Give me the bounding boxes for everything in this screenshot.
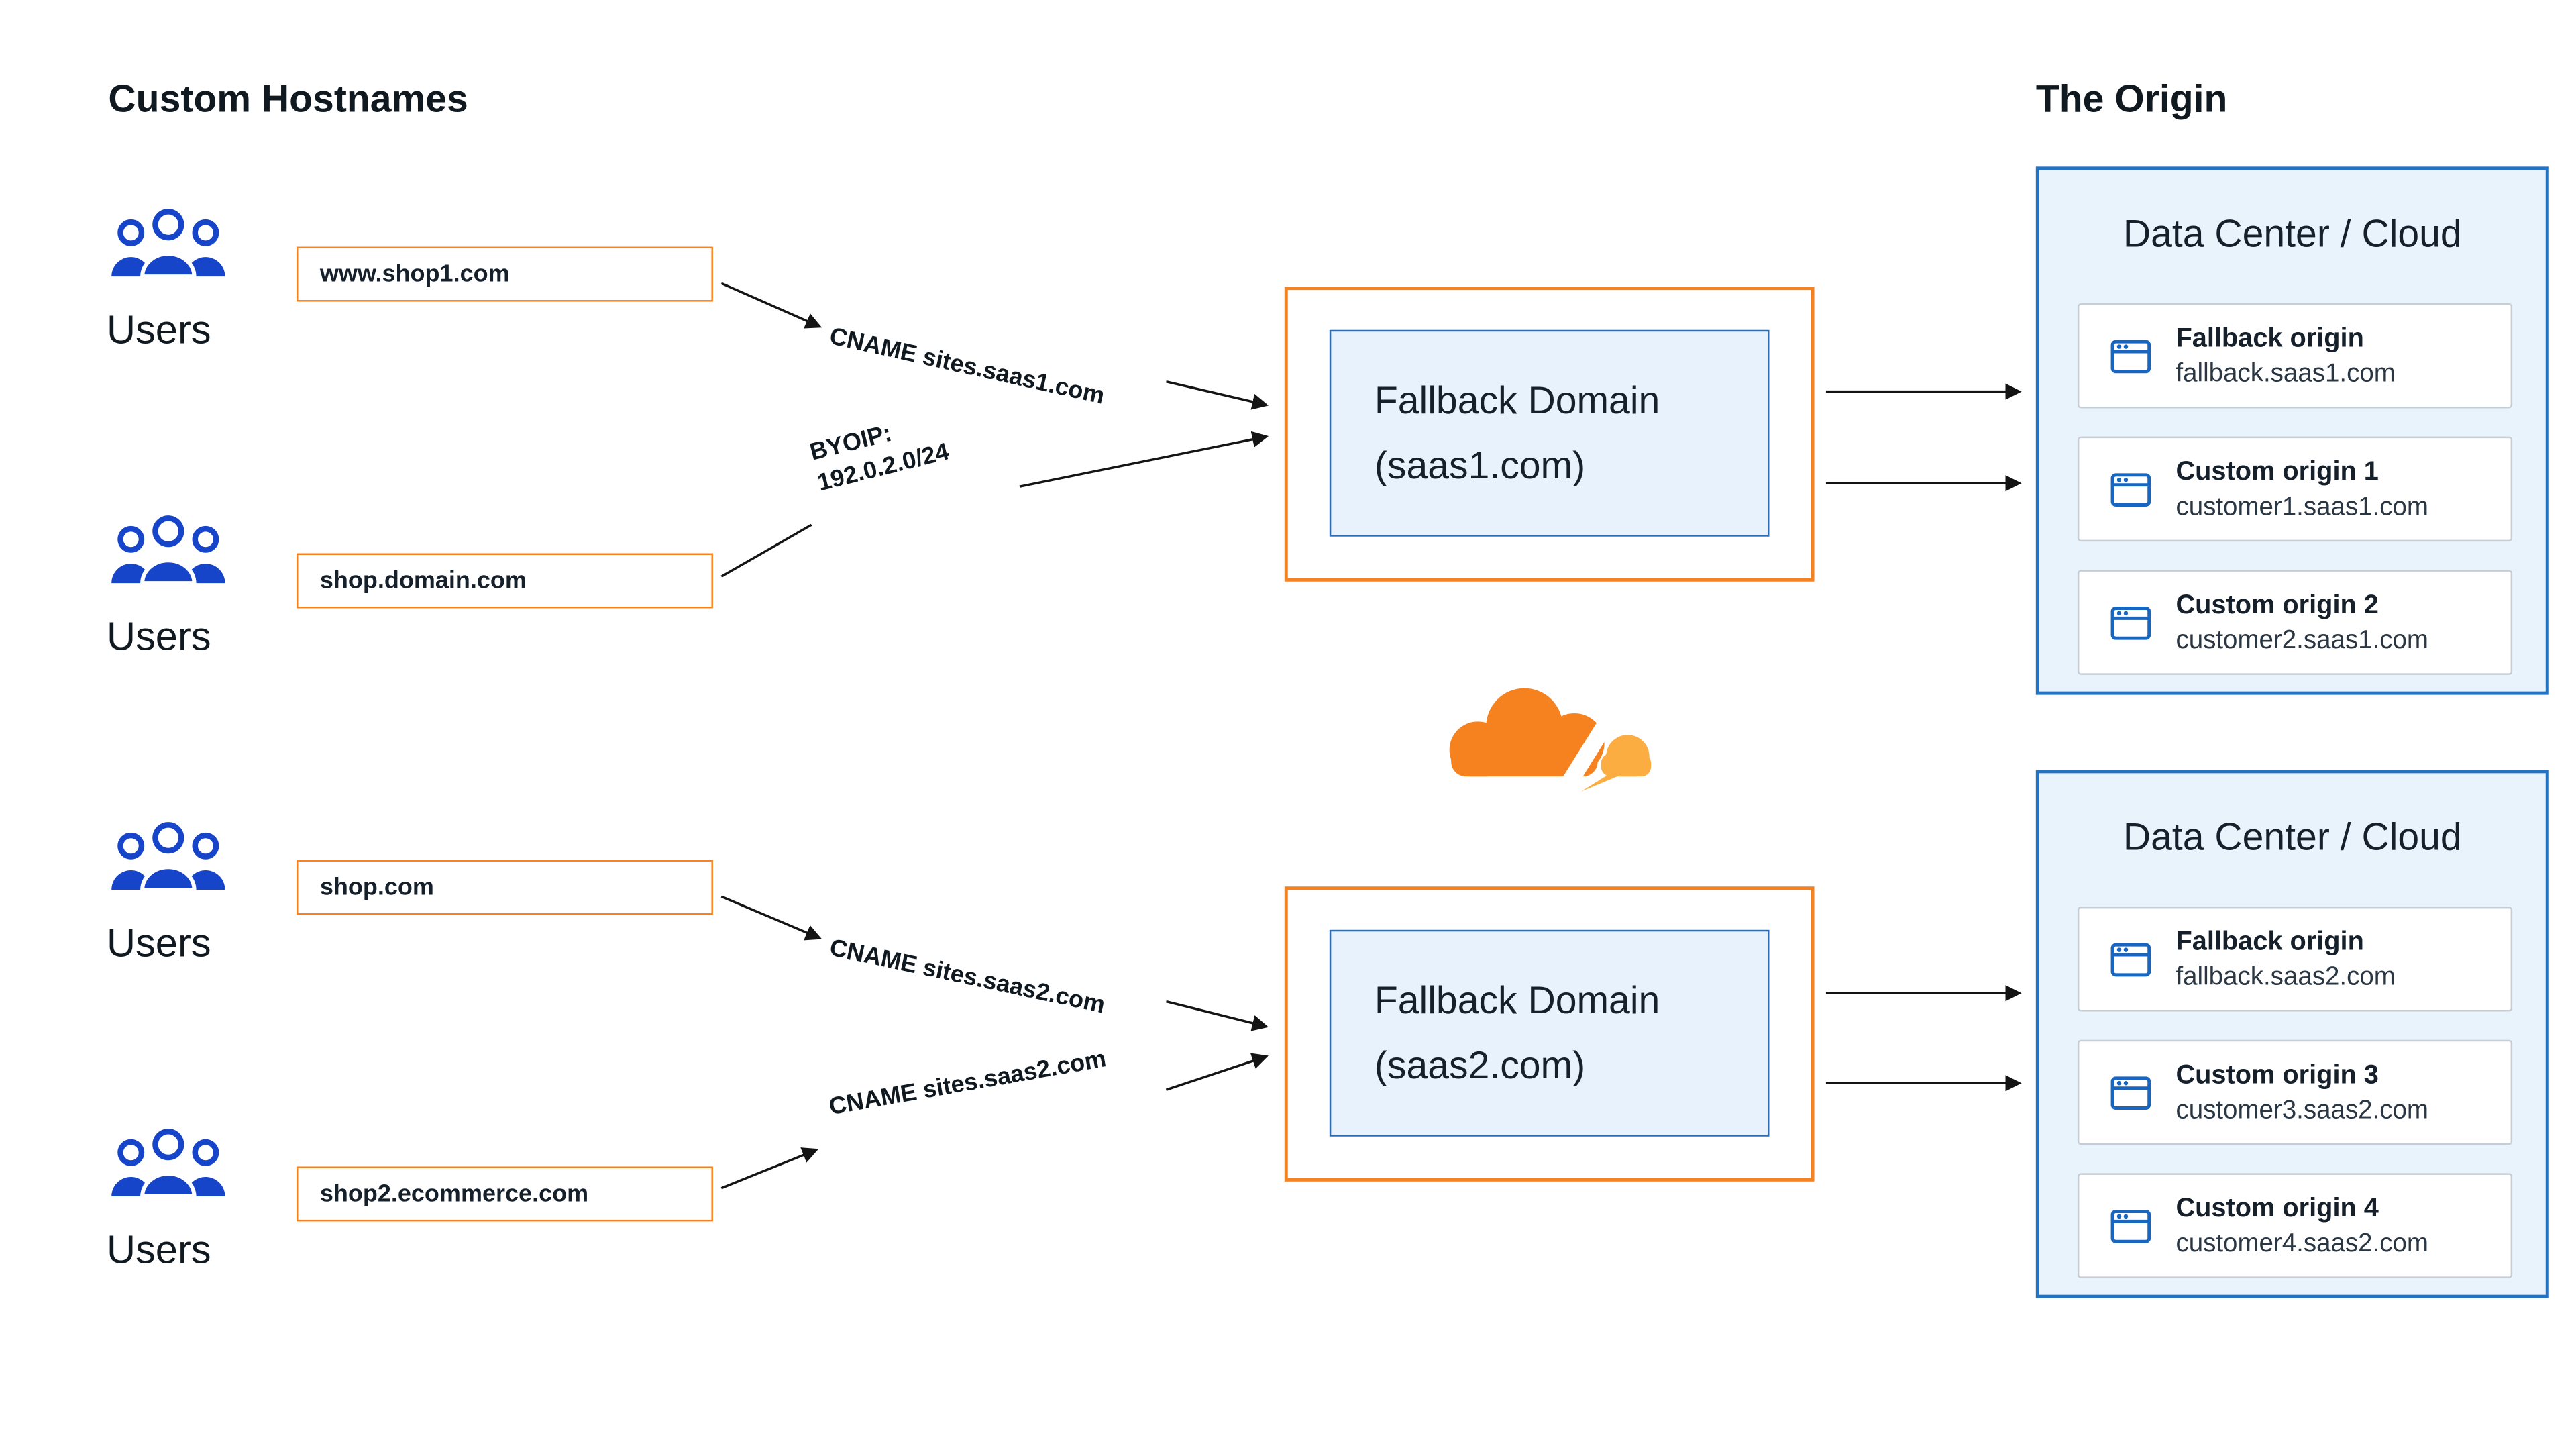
hostname-box-shop: shop.com [297,860,713,915]
origin-card-fallback-saas1: Fallback origin fallback.saas1.com [2077,303,2513,409]
users-label: Users [106,1228,211,1274]
users-icon [111,822,225,892]
users-label: Users [106,308,211,354]
origin-host: fallback.saas1.com [2176,359,2396,388]
hostname-box-shop-domain: shop.domain.com [297,553,713,609]
origin-host: customer4.saas2.com [2176,1229,2429,1257]
fallback-domain-box-saas1: Fallback Domain (saas1.com) [1284,287,1815,582]
panel-title: Data Center / Cloud [2123,211,2462,255]
user-group-3: Users [107,818,266,968]
origin-name: Custom origin 3 [2176,1060,2379,1089]
user-group-1: Users [107,205,266,355]
fallback-domain-box-saas2: Fallback Domain (saas2.com) [1284,886,1815,1182]
origin-host: customer3.saas2.com [2176,1095,2429,1125]
origin-panel-saas1: Data Center / Cloud Fallback origin fall… [2035,166,2549,695]
origin-host: customer1.saas1.com [2176,492,2429,521]
fallback-domain-host: (saas2.com) [1374,1043,1586,1087]
origin-name: Fallback origin [2176,927,2364,956]
users-icon [111,209,225,279]
origin-name: Custom origin 1 [2176,457,2379,486]
origin-card-custom1: Custom origin 1 customer1.saas1.com [2077,436,2513,542]
hostname-box-shop2-ecommerce: shop2.ecommerce.com [297,1166,713,1222]
section-title-custom-hostnames: Custom Hostnames [108,76,468,120]
fallback-domain-title: Fallback Domain [1374,378,1660,422]
browser-window-icon [2110,942,2151,976]
origin-name: Custom origin 4 [2176,1194,2379,1223]
fallback-domain-inner: Fallback Domain (saas1.com) [1329,329,1770,537]
fallback-domain-inner: Fallback Domain (saas2.com) [1329,929,1770,1137]
user-group-4: Users [107,1125,266,1275]
origin-name: Custom origin 2 [2176,590,2379,619]
fallback-domain-host: (saas1.com) [1374,443,1586,487]
origin-card-custom4: Custom origin 4 customer4.saas2.com [2077,1173,2513,1278]
origin-panel-saas2: Data Center / Cloud Fallback origin fall… [2035,770,2549,1298]
panel-title: Data Center / Cloud [2123,815,2462,859]
origin-host: customer2.saas1.com [2176,625,2429,654]
origin-card-custom2: Custom origin 2 customer2.saas1.com [2077,570,2513,675]
browser-window-icon [2110,1076,2151,1109]
browser-window-icon [2110,605,2151,639]
origin-card-fallback-saas2: Fallback origin fallback.saas2.com [2077,907,2513,1012]
users-label: Users [106,921,211,967]
fallback-domain-title: Fallback Domain [1374,978,1660,1022]
origin-name: Fallback origin [2176,324,2364,353]
browser-window-icon [2110,339,2151,373]
users-icon [111,1129,225,1199]
user-group-2: Users [107,511,266,662]
section-title-origin: The Origin [2035,76,2228,120]
origin-card-custom3: Custom origin 3 customer3.saas2.com [2077,1039,2513,1145]
hostname-box-shop1: www.shop1.com [297,246,713,302]
cloudflare-logo-icon [1421,688,1674,797]
users-label: Users [106,615,211,660]
origin-host: fallback.saas2.com [2176,962,2396,991]
users-icon [111,515,225,586]
browser-window-icon [2110,472,2151,506]
browser-window-icon [2110,1208,2151,1243]
